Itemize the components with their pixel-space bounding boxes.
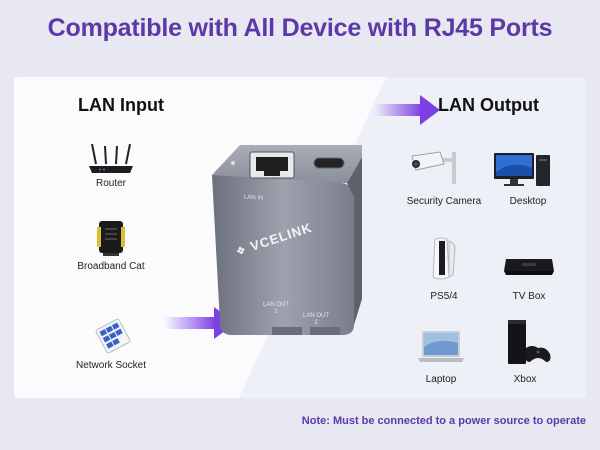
security-camera-label: Security Camera xyxy=(406,196,482,207)
laptop-label: Laptop xyxy=(425,374,457,385)
tv-box-icon xyxy=(504,259,554,275)
ethernet-splitter-adapter xyxy=(212,145,362,335)
game-console-icon xyxy=(432,237,456,280)
xbox-icon xyxy=(508,320,551,364)
broadband-modem-icon xyxy=(97,221,125,256)
network-socket-label: Network Socket xyxy=(75,360,147,371)
desktop-label: Desktop xyxy=(509,196,547,207)
tv-box-label: TV Box xyxy=(512,291,546,302)
security-camera-icon xyxy=(411,151,456,184)
lan-input-heading: LAN Input xyxy=(78,95,164,115)
adapter-port-label-lan-out-1: LAN OUT 1 xyxy=(262,302,289,315)
broadband-cat-label: Broadband Cat xyxy=(77,261,145,272)
page-title: Compatible with All Device with RJ45 Por… xyxy=(47,14,553,42)
ps5-label: PS5/4 xyxy=(430,291,458,302)
desktop-icon xyxy=(494,153,550,186)
power-note: Note: Must be connected to a power sourc… xyxy=(301,415,586,427)
output-arrow-icon xyxy=(374,95,440,125)
xbox-label: Xbox xyxy=(513,374,537,385)
laptop-icon xyxy=(418,331,464,362)
adapter-port-label-lan-out-2: LAN OUT 2 xyxy=(302,313,329,326)
router-label: Router xyxy=(95,178,126,189)
router-icon xyxy=(89,143,133,173)
network-socket-icon xyxy=(95,318,131,354)
adapter-port-label-lan-in: LAN IN xyxy=(244,194,264,202)
diagram-panel: LAN Input Router Broadband Cat xyxy=(14,77,586,398)
lan-output-heading: LAN Output xyxy=(438,95,539,115)
